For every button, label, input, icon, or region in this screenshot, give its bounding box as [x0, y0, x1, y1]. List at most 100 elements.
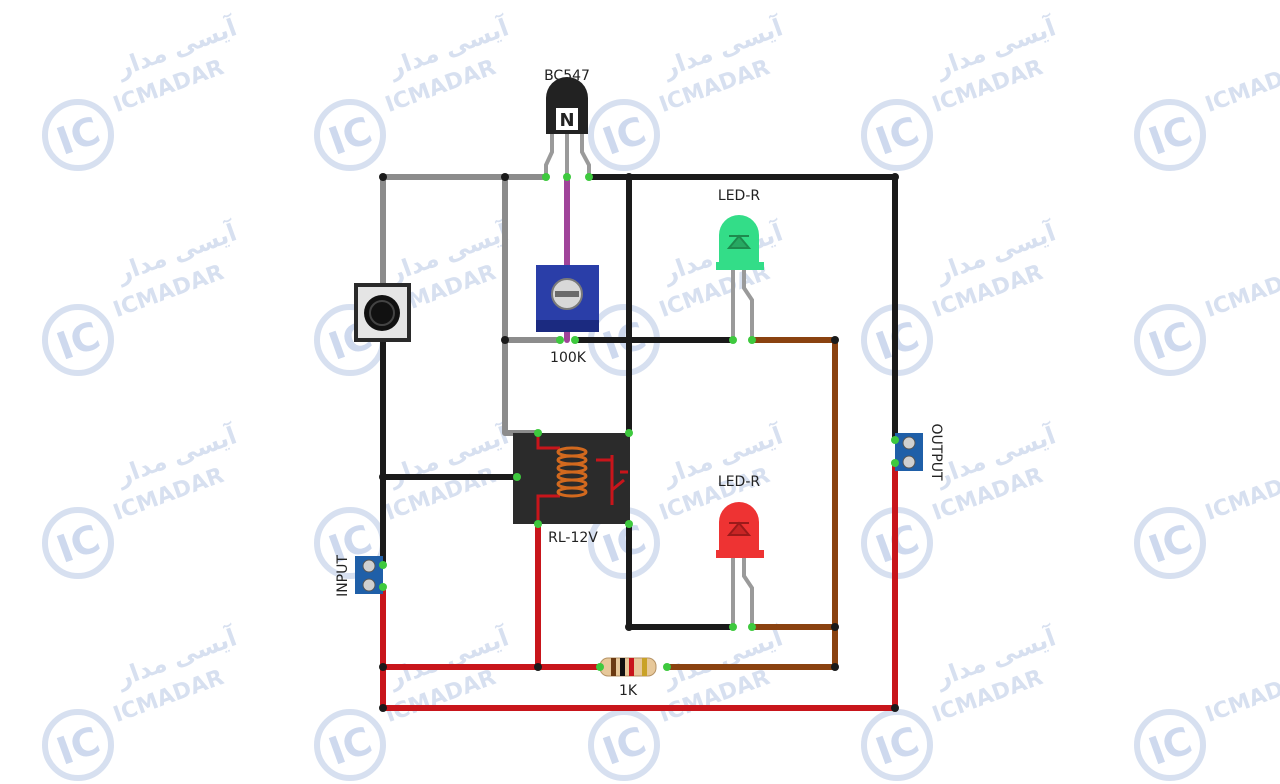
watermark-tile: IC ICMADAR — [1134, 665, 1280, 781]
wire-gray-relay — [502, 174, 541, 436]
junction-dot — [534, 663, 542, 671]
watermark-logo-icon — [42, 709, 114, 781]
led-bottom-label: LED-R — [718, 474, 760, 490]
watermark-tile: IC ICMADAR آیسی مدار — [314, 622, 513, 781]
junction-dot — [501, 173, 509, 181]
transistor-bc547: N BC547 — [544, 68, 591, 177]
junction-dot — [625, 623, 633, 631]
watermark-logo-text: IC — [1143, 313, 1198, 369]
transistor-label: BC547 — [544, 68, 590, 84]
watermark-tile: IC ICMADAR آیسی مدار — [861, 12, 1060, 171]
watermark-logo-icon — [1134, 507, 1206, 579]
junction-dot — [625, 336, 633, 344]
transistor-badge — [556, 108, 578, 130]
wire-red-input — [380, 460, 898, 711]
pin-dot — [379, 561, 387, 569]
junction-dot — [379, 663, 387, 671]
junctions — [379, 173, 899, 712]
watermark-brand: ICMADAR — [1202, 260, 1280, 323]
output-terminal-screw — [902, 455, 916, 469]
watermark-logo-text: IC — [597, 516, 652, 572]
pin-dot — [542, 173, 550, 181]
led-top-legs — [731, 270, 754, 340]
watermark-logo-text: IC — [1143, 718, 1198, 774]
relay-switch — [596, 455, 628, 505]
watermark-tile: IC ICMADAR آیسی مدار — [42, 217, 241, 376]
watermark-logo-icon — [42, 99, 114, 171]
pin-dot — [748, 336, 756, 344]
watermark-brand: ICMADAR — [1202, 665, 1280, 728]
watermark-logo-text: IC — [597, 718, 652, 774]
pin-dot — [556, 336, 564, 344]
pin-dot — [563, 173, 571, 181]
led-top: LED-R — [716, 188, 764, 340]
junction-dot — [831, 663, 839, 671]
led-bottom: LED-R — [716, 474, 764, 627]
pin-dot — [571, 336, 579, 344]
relay-coil — [556, 446, 588, 498]
watermark-logo-text: IC — [1143, 516, 1198, 572]
pin-dot — [625, 429, 633, 437]
pin-dot — [729, 336, 737, 344]
pin-dot — [534, 429, 542, 437]
watermark-layer: IC ICMADAR آیسی مدار IC ICMADAR آیسی مدا… — [42, 12, 1280, 781]
junction-dot — [625, 173, 633, 181]
potentiometer-label: 100K — [550, 350, 587, 366]
watermark-tile: IC ICMADAR آیسی مدار — [314, 12, 513, 171]
watermark-tile: IC ICMADAR آیسی مدار — [588, 12, 787, 171]
watermark-logo-text: IC — [870, 108, 925, 164]
resistor-1k: 1K — [599, 657, 657, 699]
resistor-band — [611, 658, 616, 676]
pin-dot — [513, 473, 521, 481]
watermark-logo-icon — [861, 709, 933, 781]
pin-dot — [891, 459, 899, 467]
pin-dot — [891, 436, 899, 444]
watermark-tile: IC ICMADAR آیسی مدار — [42, 622, 241, 781]
watermark-logo-text: IC — [1143, 108, 1198, 164]
pin-dot — [729, 623, 737, 631]
push-button — [354, 283, 411, 342]
watermark-brand: ICMADAR — [1202, 55, 1280, 118]
watermark-tile: IC ICMADAR آیسی مدار — [588, 622, 787, 781]
watermark-tile: IC ICMADAR — [1134, 260, 1280, 376]
watermark-logo-icon — [1134, 304, 1206, 376]
resistor-band — [642, 658, 647, 676]
led-bottom-symbol — [726, 521, 752, 536]
watermark-logo-text: IC — [51, 108, 106, 164]
watermark-logo-text: IC — [51, 718, 106, 774]
junction-dot — [379, 704, 387, 712]
input-terminal-screw — [362, 578, 376, 592]
watermark-tile: IC ICMADAR آیسی مدار — [42, 12, 241, 171]
relay-coil-wire — [536, 437, 560, 520]
watermark-logo-icon — [588, 709, 660, 781]
watermark-logo-text: IC — [597, 108, 652, 164]
led-top-label: LED-R — [718, 188, 760, 204]
transistor-marking: N — [559, 110, 574, 131]
watermark-logo-text: IC — [51, 313, 106, 369]
pin-dot — [663, 663, 671, 671]
watermark-tile: IC ICMADAR — [1134, 463, 1280, 579]
input-terminal: INPUT — [335, 555, 383, 597]
resistor-band — [620, 658, 625, 676]
watermark-logo-icon — [314, 99, 386, 171]
junction-dot — [891, 173, 899, 181]
pin-dot — [585, 173, 593, 181]
watermark-brand: ICMADAR — [1202, 463, 1280, 526]
pin-dot — [534, 520, 542, 528]
resistor-body — [599, 657, 657, 677]
wire-brown-led-top — [664, 337, 838, 670]
watermark-logo-icon — [42, 304, 114, 376]
potentiometer-slot — [555, 291, 579, 297]
junction-dot — [831, 336, 839, 344]
junction-dot — [379, 473, 387, 481]
relay-rl12v: RL-12V — [513, 433, 630, 546]
potentiometer-100k: 100K — [536, 265, 599, 366]
junction-dot — [891, 704, 899, 712]
pin-dot — [379, 583, 387, 591]
pin-dot — [625, 520, 633, 528]
junction-dot — [379, 173, 387, 181]
output-terminal: OUTPUT — [895, 423, 944, 481]
input-terminal-label: INPUT — [335, 555, 351, 597]
output-terminal-label: OUTPUT — [928, 423, 944, 481]
